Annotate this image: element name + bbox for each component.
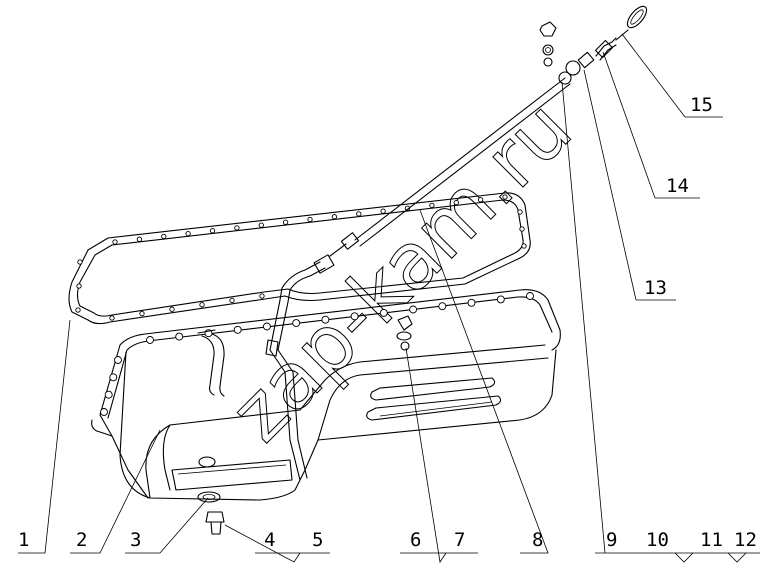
bolt-hole [109, 373, 118, 382]
bolt-hole [519, 226, 525, 232]
bolt-hole [429, 202, 435, 209]
bolt-hole [114, 356, 122, 364]
callout-15: 15 [690, 94, 713, 116]
bolt-hole [75, 307, 81, 313]
bolt-hole [104, 390, 113, 399]
callout-13: 13 [644, 277, 667, 299]
fitting [396, 315, 413, 351]
bolt-hole [350, 312, 359, 321]
bolt-hole [307, 216, 313, 223]
drain-plug [197, 456, 225, 535]
watermark: zap-kam.ru [214, 84, 590, 460]
bolt-hole [259, 293, 265, 299]
bolt-hole [139, 310, 145, 317]
bolt-hole [109, 315, 115, 321]
dipstick-guide-tube [329, 51, 595, 257]
bolt-hole [169, 306, 175, 312]
bolt-hole [77, 259, 83, 265]
bolt-hole [209, 228, 216, 234]
bolt-hole [199, 302, 205, 308]
bolt-hole [453, 199, 459, 206]
bolt-hole [526, 292, 534, 300]
callout-8: 8 [532, 529, 543, 551]
gasket [68, 192, 531, 325]
bolt-hole [146, 336, 154, 344]
bolt-hole [502, 194, 508, 200]
callout-6: 6 [410, 529, 421, 551]
svg-text:zap-kam.ru: zap-kam.ru [214, 84, 589, 459]
callout-12: 12 [734, 529, 757, 551]
callout-9: 9 [606, 529, 617, 551]
bolt-hole [321, 315, 330, 324]
bolt-hole [521, 243, 527, 249]
bolt-hole [175, 332, 184, 341]
bolt-hole [233, 325, 242, 334]
bolt-hole [517, 209, 523, 215]
bolt-hole [161, 233, 167, 240]
bolt-and-washers [539, 21, 557, 67]
bolt-hole [185, 230, 191, 237]
callout-1: 1 [18, 529, 29, 551]
bolt-hole [76, 283, 82, 289]
bolt-hole [438, 302, 447, 311]
bolt-hole [331, 214, 338, 220]
bolt-hole [258, 222, 264, 228]
callout-5: 5 [312, 529, 323, 551]
dipstick [594, 5, 648, 61]
bolt-hole [467, 298, 476, 307]
bolt-hole [380, 208, 386, 214]
oil-tube-left [197, 329, 225, 397]
callout-10: 10 [646, 529, 669, 551]
bolt-hole [229, 297, 235, 304]
callout-14: 14 [666, 175, 689, 197]
callout-labels: 1 2 3 4 5 6 7 8 9 10 11 12 13 14 15 [18, 94, 757, 551]
bolt-hole [379, 308, 388, 317]
oil-pan [91, 289, 561, 501]
bolt-hole [100, 408, 108, 416]
bolt-hole [356, 211, 362, 217]
callout-7: 7 [454, 529, 465, 551]
bolt-hole [496, 295, 505, 304]
bolt-hole [112, 239, 118, 245]
callout-4: 4 [264, 529, 275, 551]
callout-3: 3 [130, 529, 141, 551]
bolt-hole [234, 225, 240, 231]
bolt-hole [477, 197, 484, 203]
bolt-hole [292, 319, 301, 328]
callout-11: 11 [700, 529, 723, 551]
bolt-hole [262, 322, 271, 331]
callout-2: 2 [76, 529, 87, 551]
bolt-hole [282, 219, 289, 225]
bolt-hole [136, 236, 143, 242]
dipstick-tube-lower [265, 254, 335, 481]
leader-lines [18, 33, 760, 564]
bolt-hole [409, 305, 418, 314]
